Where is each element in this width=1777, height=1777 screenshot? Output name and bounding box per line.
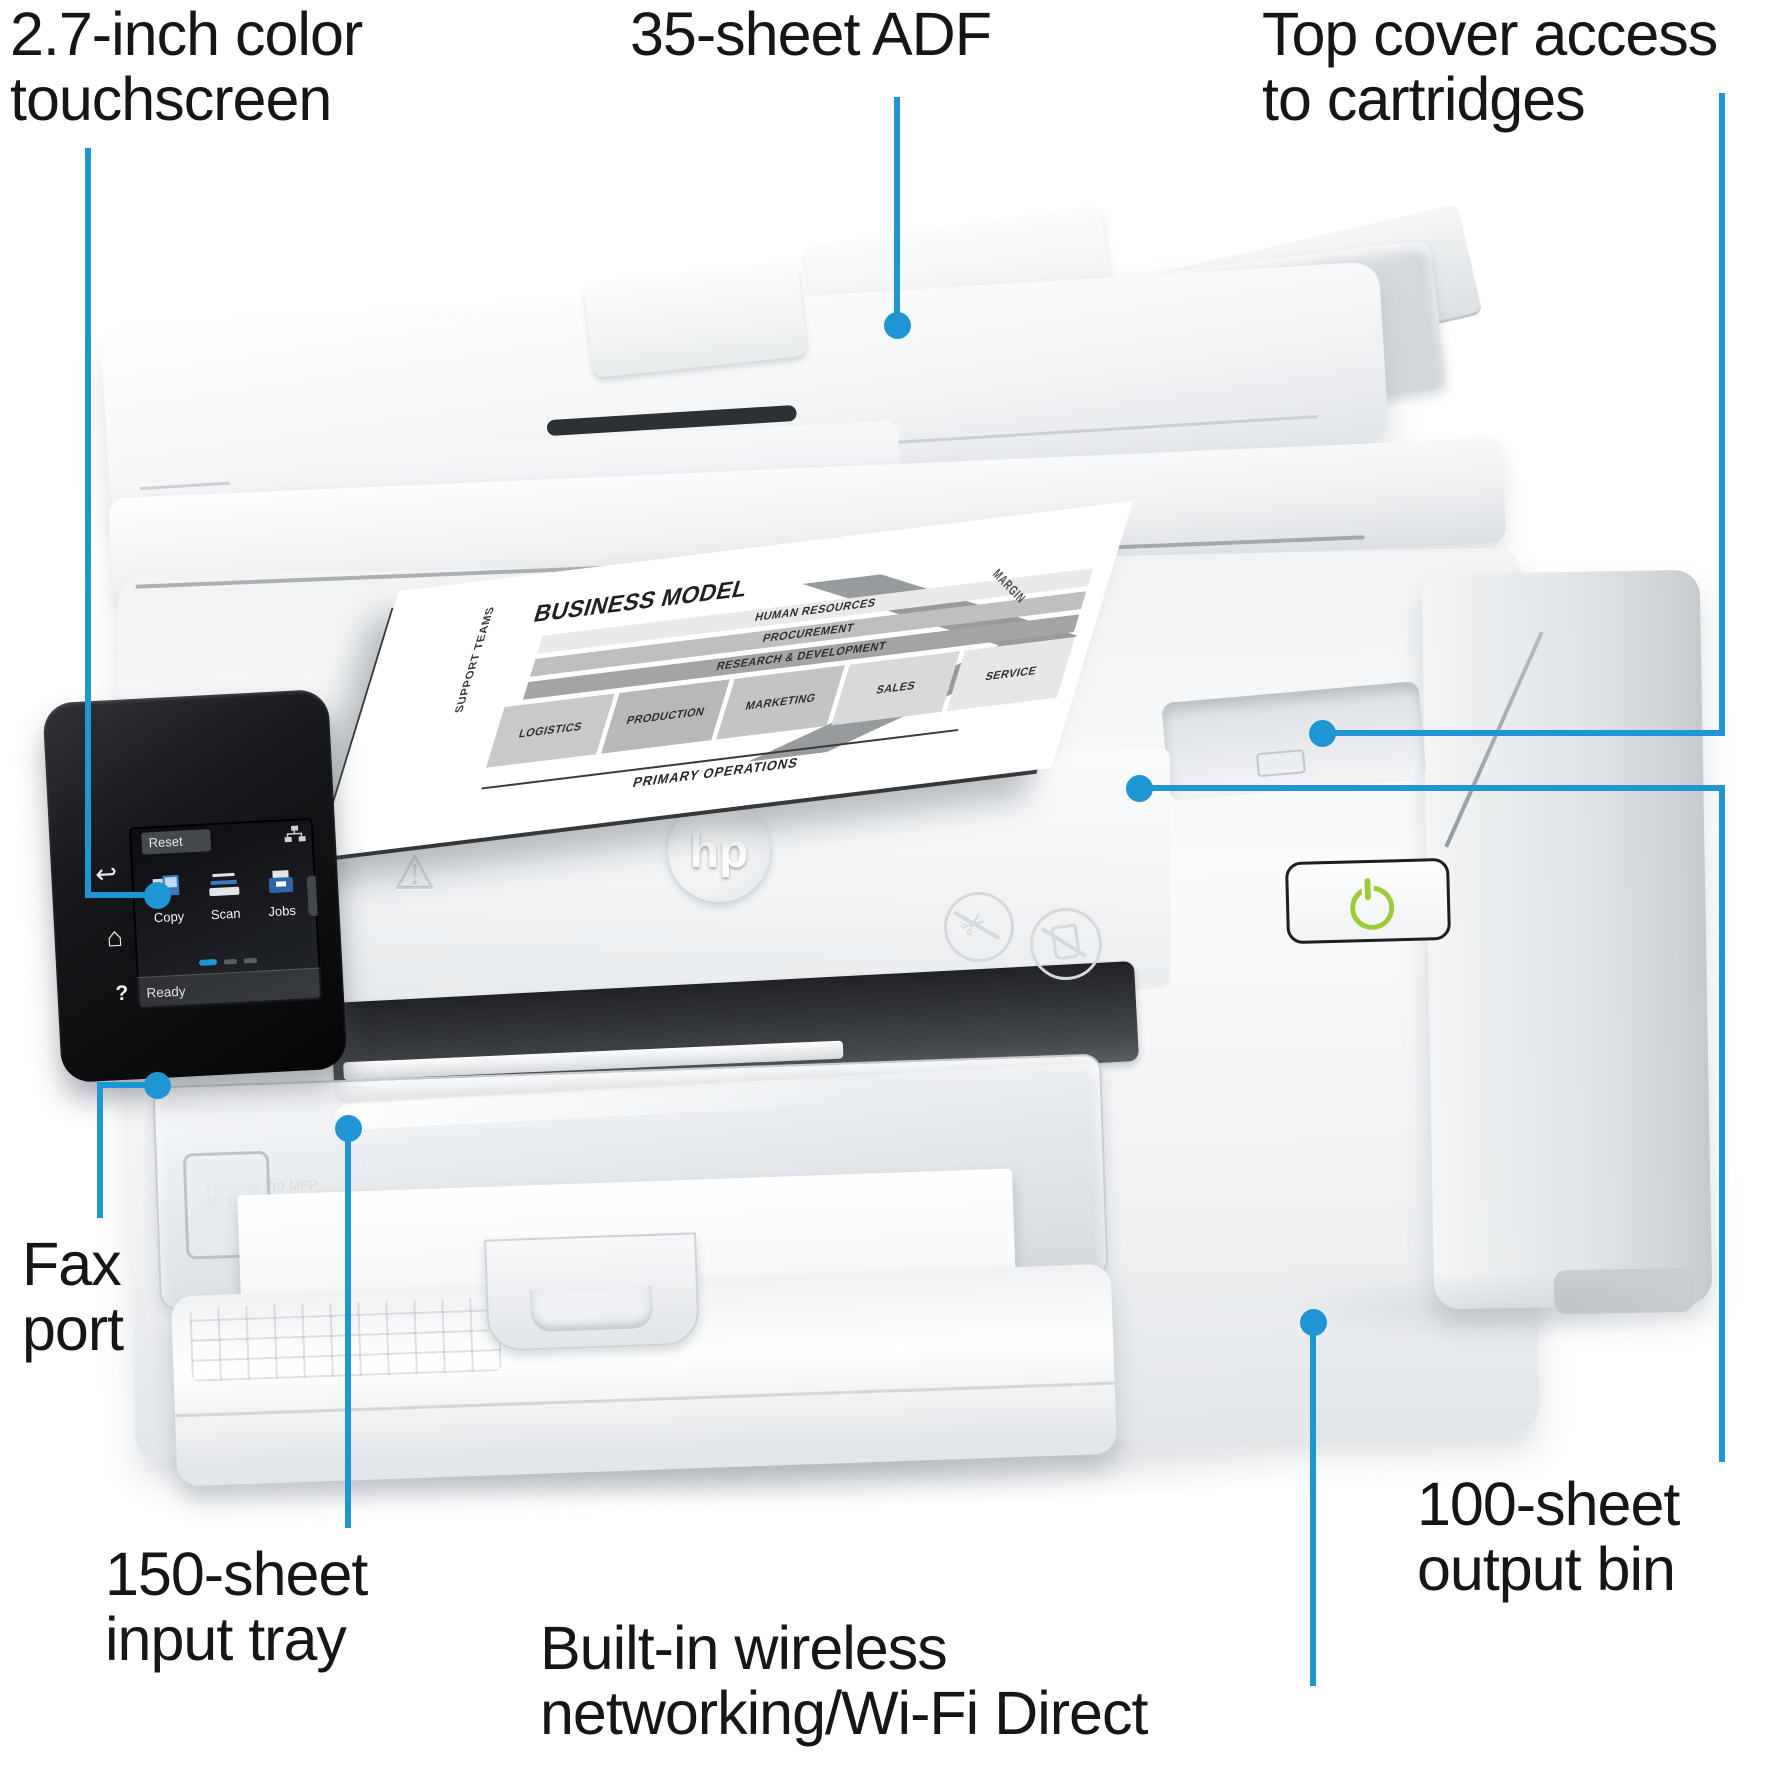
callout-line <box>1322 730 1722 736</box>
callout-line <box>97 1082 147 1088</box>
hp-logo-text: hp <box>689 824 749 878</box>
callout-dot <box>1300 1309 1327 1336</box>
callout-dot <box>335 1115 362 1142</box>
scan-app[interactable]: Scan <box>206 870 243 923</box>
callout-dot <box>1309 720 1336 747</box>
callout-dot <box>144 882 171 909</box>
callout-line <box>894 97 900 319</box>
callout-label-output-bin: 100-sheet output bin <box>1417 1470 1680 1604</box>
callout-line <box>85 148 91 898</box>
callout-line <box>1719 785 1725 1462</box>
callout-dot <box>1126 775 1153 802</box>
callout-label-top-cover: Top cover access to cartridges <box>1262 0 1718 134</box>
callout-dot <box>144 1072 171 1099</box>
callout-label-fax-port: Fax port <box>22 1230 124 1364</box>
callout-line <box>1719 93 1725 736</box>
network-icon[interactable] <box>281 825 308 843</box>
callout-line <box>97 1082 103 1218</box>
callout-line <box>1139 785 1725 791</box>
jobs-app[interactable]: Jobs <box>265 867 298 920</box>
callout-line <box>1310 1322 1316 1686</box>
floor-shadow-right <box>1280 1272 1710 1342</box>
jobs-icon <box>268 870 294 894</box>
callout-label-adf: 35-sheet ADF <box>630 0 992 68</box>
hp-logo: hp <box>668 800 770 902</box>
scan-icon <box>209 872 240 897</box>
callout-label-input-tray: 150-sheet input tray <box>105 1540 368 1674</box>
warning-triangle-icon: ⚠ <box>394 847 436 899</box>
callout-label-wireless: Built-in wireless networking/Wi-Fi Direc… <box>540 1614 1148 1748</box>
callout-line <box>345 1128 351 1528</box>
callout-label-touchscreen: 2.7-inch color touchscreen <box>10 0 363 134</box>
callout-dot <box>884 312 911 339</box>
callout-line <box>85 892 147 898</box>
